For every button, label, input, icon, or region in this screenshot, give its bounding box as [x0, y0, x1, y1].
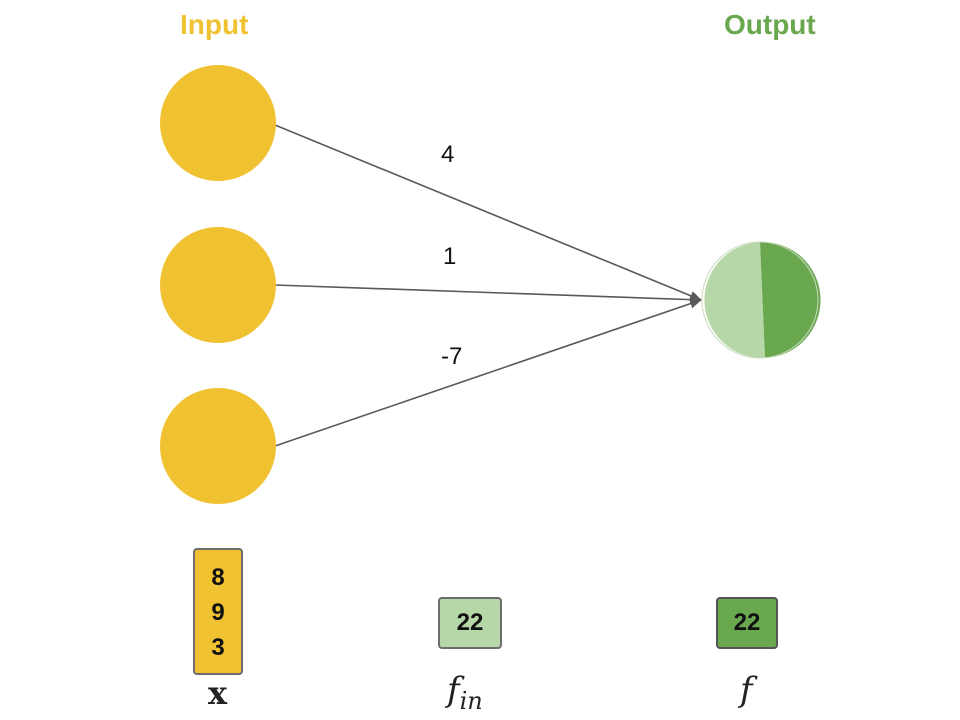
- input-node-3: [160, 388, 276, 504]
- edge-input-1: [274, 124, 702, 301]
- output-value: 22: [716, 597, 778, 649]
- output-node-pre-activation-half: [704, 242, 765, 359]
- weight-label-1: 4: [441, 141, 454, 168]
- output-layer-title: Output: [724, 9, 816, 40]
- output-node-activation-half: [760, 241, 821, 358]
- input-vector-value-1: 8: [211, 564, 225, 591]
- input-node-1: [160, 65, 276, 181]
- pre-activation-label: fin: [447, 670, 483, 715]
- weight-label-3: -7: [441, 343, 462, 370]
- input-vector-value-3: 3: [211, 634, 225, 661]
- input-vector-label: x: [208, 674, 228, 712]
- weight-label-2: 1: [443, 243, 456, 270]
- pre-activation-value: 22: [438, 597, 502, 649]
- input-node-2: [160, 227, 276, 343]
- edge-input-2: [274, 284, 702, 305]
- input-layer-title: Input: [180, 9, 249, 40]
- output-node: [701, 241, 821, 359]
- input-vector-value-2: 9: [211, 599, 225, 626]
- edge-input-3: [274, 298, 702, 447]
- output-label: f: [740, 670, 753, 710]
- input-vector: 8 9 3: [193, 548, 243, 675]
